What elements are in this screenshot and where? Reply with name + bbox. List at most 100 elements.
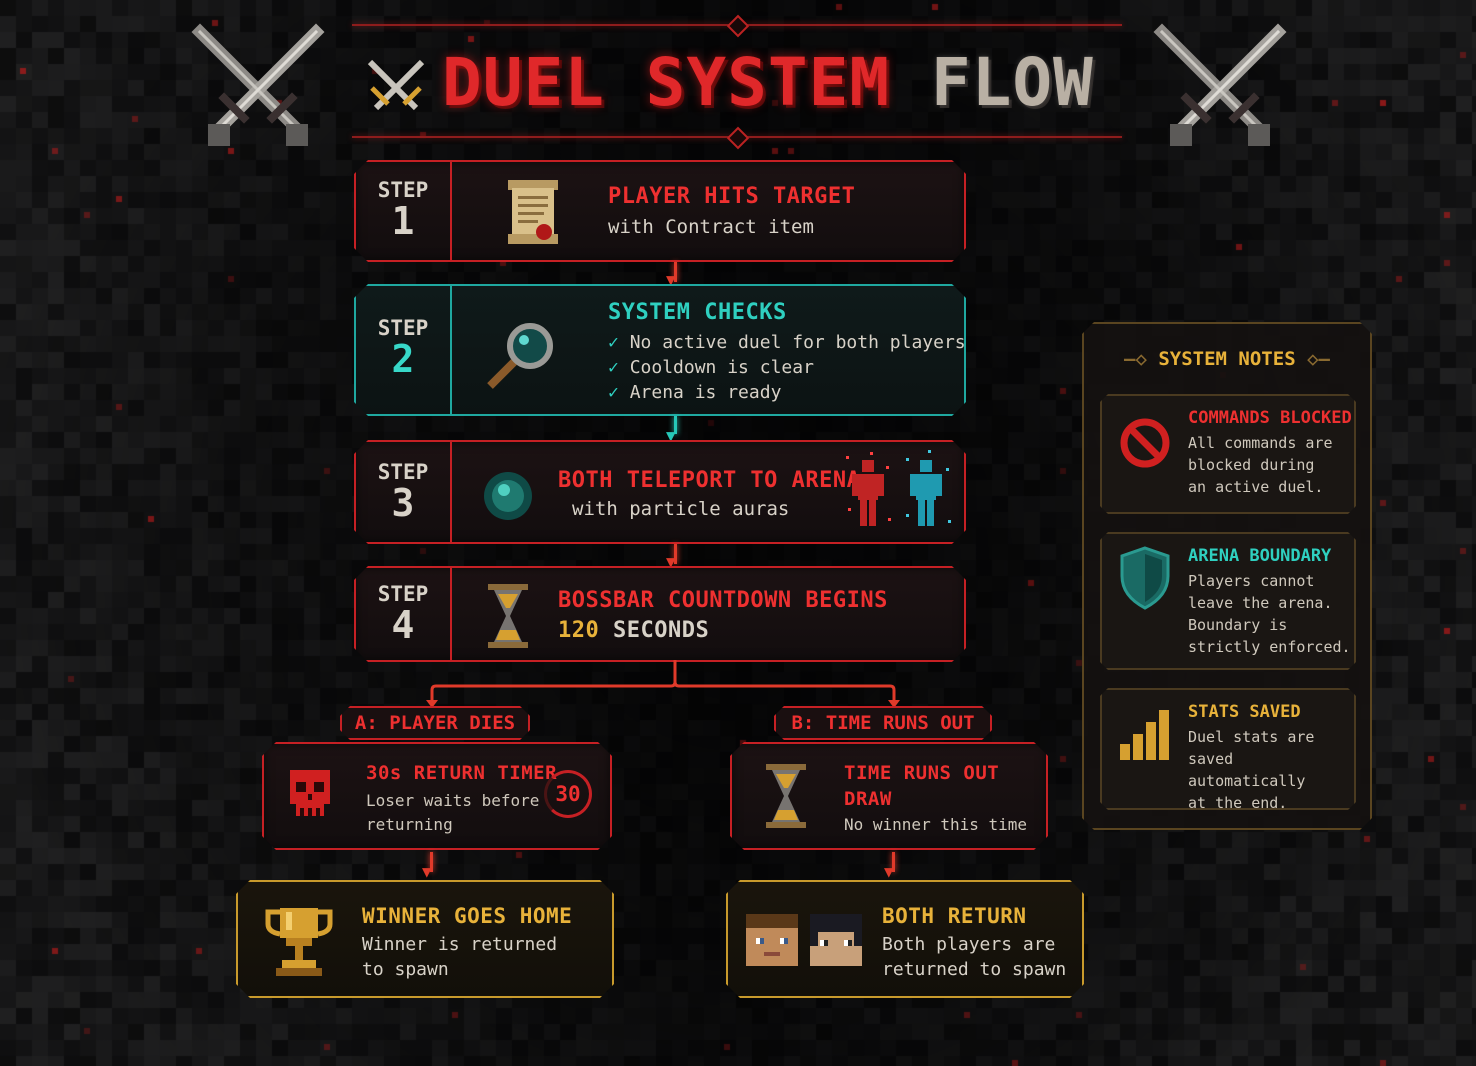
- step-1-heading: PLAYER HITS TARGET: [608, 184, 856, 209]
- note-arena-boundary: ARENA BOUNDARY Players cannot leave the …: [1100, 532, 1356, 670]
- flow-arrow: [430, 852, 433, 872]
- both-return-text: returned to spawn: [882, 959, 1067, 980]
- note-body: All commands are blocked during an activ…: [1188, 432, 1358, 498]
- arrow-head-icon: ▼: [884, 862, 894, 881]
- step-3-badge: STEP 3: [356, 442, 452, 542]
- title-gray-part: FLOW: [930, 44, 1094, 121]
- both-return-card: BOTH RETURN Both players are returned to…: [726, 880, 1084, 998]
- countdown-number: 120: [558, 618, 600, 643]
- step-label: STEP: [377, 460, 429, 484]
- system-notes-panel: —◇ SYSTEM NOTES ◇— COMMANDS BLOCKED All …: [1082, 322, 1372, 830]
- branch-a-label: A: PLAYER DIES: [340, 706, 530, 740]
- step-1-card: STEP 1 PLAYER HITS TARGET with Contract …: [354, 160, 966, 262]
- hourglass-icon: [762, 762, 810, 830]
- note-line: an active duel.: [1188, 478, 1324, 496]
- winner-text: Winner is returned: [362, 934, 558, 955]
- bar-chart-icon: [1118, 706, 1172, 762]
- blocked-icon: [1118, 416, 1172, 470]
- flow-arrow: [674, 262, 677, 282]
- skull-icon: [286, 766, 334, 824]
- note-stats-saved: STATS SAVED Duel stats are saved automat…: [1100, 688, 1356, 810]
- step-number: 2: [391, 337, 415, 381]
- check-text: Arena is ready: [629, 382, 782, 403]
- step-number: 4: [391, 603, 415, 647]
- countdown-ring: 30: [544, 770, 592, 818]
- note-line: at the end.: [1188, 794, 1288, 812]
- page-title: DUEL SYSTEM FLOW: [442, 48, 1122, 118]
- draw-heading: DRAW: [844, 788, 892, 810]
- arrow-head-icon: ▼: [666, 426, 676, 445]
- note-line: leave the arena.: [1188, 594, 1333, 612]
- step-3-subtitle: with particle auras: [572, 498, 790, 520]
- step-2-card: STEP 2 SYSTEM CHECKS ✓ No active duel fo…: [354, 284, 966, 416]
- magnifier-icon: [480, 316, 560, 392]
- note-line: saved automatically: [1188, 750, 1306, 790]
- both-return-heading: BOTH RETURN: [882, 904, 1027, 928]
- winner-text: to spawn: [362, 959, 449, 980]
- check-text: Cooldown is clear: [629, 357, 814, 378]
- time-runs-out-heading: TIME RUNS OUT: [844, 762, 1000, 784]
- step-3-card: STEP 3 BOTH TELEPORT TO ARENA with parti…: [354, 440, 966, 544]
- check-item: ✓ Cooldown is clear: [608, 357, 814, 378]
- step-number: 3: [391, 481, 415, 525]
- countdown-value: 120 SECONDS: [558, 618, 709, 643]
- check-item: ✓ Arena is ready: [608, 382, 782, 403]
- return-timer-text: Loser waits before: [366, 791, 540, 810]
- step-3-heading: BOTH TELEPORT TO ARENA: [558, 468, 861, 493]
- note-line: strictly enforced.: [1188, 638, 1351, 656]
- player-aura-figures-icon: [840, 448, 960, 540]
- winner-heading: WINNER GOES HOME: [362, 904, 573, 928]
- arrow-head-icon: ▼: [666, 552, 676, 571]
- note-line: blocked during: [1188, 456, 1315, 474]
- step-2-heading: SYSTEM CHECKS: [608, 300, 787, 325]
- scroll-icon: [500, 176, 566, 250]
- ender-pearl-icon: [478, 468, 538, 524]
- countdown-unit: SECONDS: [613, 618, 710, 643]
- note-commands-blocked: COMMANDS BLOCKED All commands are blocke…: [1100, 394, 1356, 514]
- crossed-swords-icon-right: [1153, 23, 1287, 146]
- step-4-heading: BOSSBAR COUNTDOWN BEGINS: [558, 588, 888, 613]
- step-number: 1: [391, 199, 415, 243]
- system-notes-title: —◇ SYSTEM NOTES ◇—: [1124, 348, 1330, 370]
- note-line: Boundary is: [1188, 616, 1288, 634]
- note-body: Duel stats are saved automatically at th…: [1188, 726, 1358, 814]
- small-swords-icon: [367, 59, 425, 111]
- note-heading: STATS SAVED: [1188, 702, 1301, 722]
- note-heading: COMMANDS BLOCKED: [1188, 408, 1352, 428]
- title-red-part: DUEL SYSTEM: [442, 44, 891, 121]
- winner-goes-home-card: WINNER GOES HOME Winner is returned to s…: [236, 880, 614, 998]
- step-label: STEP: [377, 316, 429, 340]
- note-body: Players cannot leave the arena. Boundary…: [1188, 570, 1358, 658]
- title-banner: DUEL SYSTEM FLOW: [352, 14, 1122, 150]
- flow-arrow: [674, 416, 677, 434]
- arrow-head-icon: ▼: [666, 270, 676, 289]
- shield-icon: [1118, 546, 1172, 610]
- draw-text: No winner this time: [844, 815, 1028, 834]
- return-timer-heading: 30s RETURN TIMER: [366, 762, 558, 784]
- check-text: No active duel for both players: [629, 332, 966, 353]
- step-4-card: STEP 4 BOSSBAR COUNTDOWN BEGINS 120 SECO…: [354, 566, 966, 662]
- step-label: STEP: [377, 178, 429, 202]
- step-1-badge: STEP 1: [356, 162, 452, 260]
- flow-arrow: [892, 852, 895, 872]
- note-heading: ARENA BOUNDARY: [1188, 546, 1332, 566]
- branch-a-card: 30s RETURN TIMER Loser waits before retu…: [262, 742, 612, 850]
- note-line: Players cannot: [1188, 572, 1315, 590]
- step-4-badge: STEP 4: [356, 568, 452, 660]
- branch-connector: [426, 660, 900, 708]
- branch-b-label: B: TIME RUNS OUT: [774, 706, 992, 740]
- hourglass-icon: [484, 582, 532, 650]
- note-line: Duel stats are: [1188, 728, 1315, 746]
- crossed-swords-icon-left: [191, 23, 325, 146]
- player-heads-icon: [744, 910, 866, 970]
- step-2-badge: STEP 2: [356, 286, 452, 414]
- arrow-head-icon: ▼: [422, 862, 432, 881]
- return-timer-text: returning: [366, 815, 453, 834]
- branch-b-card: TIME RUNS OUT DRAW No winner this time: [730, 742, 1048, 850]
- system-notes-title-text: SYSTEM NOTES: [1158, 348, 1296, 370]
- step-label: STEP: [377, 582, 429, 606]
- trophy-icon: [262, 904, 336, 980]
- flow-arrow: [674, 544, 677, 564]
- step-1-subtitle: with Contract item: [608, 216, 814, 238]
- note-line: All commands are: [1188, 434, 1333, 452]
